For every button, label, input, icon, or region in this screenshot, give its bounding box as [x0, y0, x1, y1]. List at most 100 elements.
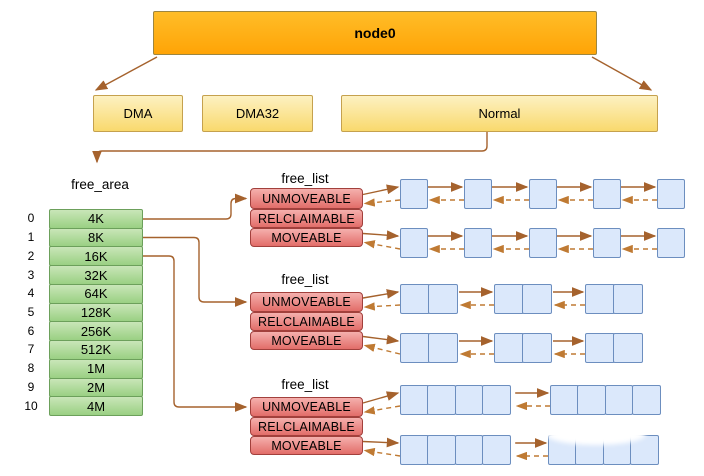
free-area-size-label: 2M — [86, 379, 106, 395]
page-block-cell — [593, 228, 621, 258]
free-list-category-relclaimable: RELCLAIMABLE — [250, 209, 363, 228]
page-block — [464, 179, 492, 209]
edge-category-to-block-forward — [362, 437, 400, 448]
page-block-cell — [400, 179, 428, 209]
page-block-cell — [481, 385, 511, 415]
free-area-order-label: 10 — [24, 398, 38, 413]
edge-normal-to-free-area — [92, 132, 488, 164]
page-block-cell — [613, 284, 643, 314]
page-block-cell — [529, 228, 557, 258]
page-block-cell — [593, 179, 621, 209]
page-block-cell — [481, 435, 511, 465]
page-block-cell — [427, 435, 457, 465]
page-block — [400, 385, 511, 415]
free-area-size-label: 512K — [80, 342, 112, 358]
page-block-cell — [494, 333, 524, 363]
page-block-cell — [427, 385, 457, 415]
free-list-category-unmoveable: UNMOVEABLE — [250, 188, 363, 209]
edge-category-to-block-forward — [362, 391, 400, 404]
page-block-cell — [629, 435, 659, 465]
free-area-size-label: 64K — [84, 286, 108, 302]
page-block-cell — [454, 385, 484, 415]
page-block-cell — [631, 385, 661, 415]
zone-label: DMA32 — [235, 106, 280, 121]
edge-block-to-category-back — [363, 343, 401, 355]
free-list-category-relclaimable: RELCLAIMABLE — [250, 312, 363, 331]
page-block — [593, 179, 621, 209]
page-block — [494, 333, 552, 363]
free-area-row: 32K — [49, 265, 143, 285]
zone-label: DMA — [123, 106, 153, 121]
edge-block-to-category-back — [363, 198, 401, 207]
page-block — [529, 228, 557, 258]
free-area-order-label: 9 — [27, 379, 35, 394]
node0-box: node0 — [153, 11, 597, 55]
edge-category-to-block-forward — [362, 184, 400, 196]
page-block-cell — [454, 435, 484, 465]
edge-order2-to-freelist3 — [143, 255, 248, 412]
zone-label: Normal — [478, 106, 521, 121]
category-label: MOVEABLE — [271, 230, 342, 245]
page-block — [464, 228, 492, 258]
page-block-cell — [529, 179, 557, 209]
free-area-size-label: 4M — [86, 398, 106, 414]
free-area-order-label: 5 — [27, 305, 35, 319]
free-area-order-label: 0 — [27, 211, 35, 226]
free-list-category-moveable: MOVEABLE — [250, 436, 363, 455]
edge-block-to-category-back — [363, 302, 401, 311]
free-list-category-moveable: MOVEABLE — [250, 331, 363, 350]
page-block — [400, 435, 511, 465]
page-block — [593, 228, 621, 258]
free-area-size-label: 4K — [88, 211, 104, 227]
free-area-order-label: 1 — [27, 230, 35, 245]
page-block-cell — [657, 228, 685, 258]
edge-category-to-block-forward — [362, 289, 400, 299]
page-block-cell — [604, 385, 634, 415]
category-label: RELCLAIMABLE — [258, 211, 355, 226]
page-block-cell — [585, 284, 615, 314]
free-area-size-label: 1M — [86, 361, 106, 377]
page-block-cell — [585, 333, 615, 363]
page-block-cell — [464, 179, 492, 209]
free-area-row: 8K — [49, 227, 143, 248]
category-label: MOVEABLE — [271, 333, 342, 348]
edge-node0-to-dma — [94, 56, 158, 91]
zone-box-dma32: DMA32 — [202, 95, 313, 132]
free-list-category-unmoveable: UNMOVEABLE — [250, 397, 363, 417]
free-list-title: free_list — [281, 272, 329, 287]
edge-block-to-category-back — [363, 240, 401, 250]
page-block-cell — [522, 333, 552, 363]
smudge-overlay — [546, 423, 646, 445]
free-area-row: 4M — [49, 396, 143, 417]
page-block-cell — [400, 333, 430, 363]
category-label: UNMOVEABLE — [262, 400, 351, 414]
page-block-cell — [550, 385, 579, 415]
edge-block-to-category-back — [363, 405, 401, 415]
free-area-row: 512K — [49, 340, 143, 360]
free-area-order-label: 2 — [27, 248, 35, 263]
edge-category-to-block-forward — [362, 334, 400, 345]
free-list-category-unmoveable: UNMOVEABLE — [250, 292, 363, 312]
free-area-size-label: 8K — [88, 230, 104, 246]
edge-node0-to-normal — [591, 56, 653, 91]
free-area-row: 256K — [49, 321, 143, 342]
category-label: RELCLAIMABLE — [258, 314, 355, 329]
free-list-category-moveable: MOVEABLE — [250, 228, 363, 247]
free-area-row: 64K — [49, 283, 143, 304]
category-label: UNMOVEABLE — [262, 191, 351, 206]
page-block — [550, 385, 661, 415]
edge-order0-to-freelist1 — [143, 193, 248, 220]
page-block-cell — [494, 284, 524, 314]
free-list-title: free_list — [281, 377, 329, 392]
free-area-order-label: 7 — [27, 342, 35, 357]
free-area-row: 128K — [49, 302, 143, 323]
page-block-cell — [400, 435, 429, 465]
free-area-size-label: 16K — [84, 248, 108, 264]
page-block-cell — [428, 284, 458, 314]
page-block — [657, 179, 685, 209]
edge-block-to-category-back — [363, 447, 401, 457]
page-block-cell — [400, 385, 429, 415]
page-block-cell — [400, 284, 430, 314]
